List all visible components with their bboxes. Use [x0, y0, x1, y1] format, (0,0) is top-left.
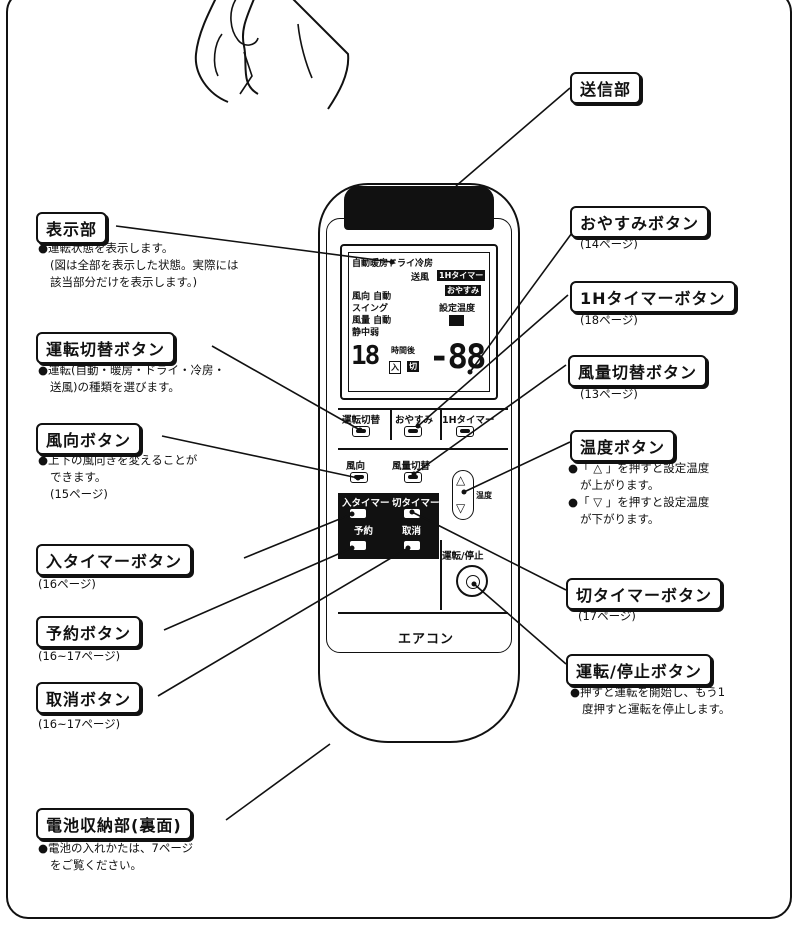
lcd-dir: 風向 自動 — [352, 292, 392, 302]
remote-divider — [338, 612, 508, 614]
one-hour-timer-label: 1Hタイマー — [442, 415, 495, 426]
temp-button-label: 温度 — [476, 491, 492, 500]
run-stop-button[interactable] — [456, 565, 488, 597]
ir-transmitter — [344, 186, 494, 230]
display-note-line: ●運転状態を表示します。 — [38, 241, 174, 255]
mode-note-line: 送風)の種類を選びます。 — [50, 380, 180, 394]
direction-note-line: ●上下の風向きを変えることが — [38, 453, 198, 467]
sleep-button[interactable] — [404, 426, 422, 437]
lcd-digits-small: 18 — [351, 341, 380, 371]
lcd-send: 送風 — [411, 273, 430, 283]
mode-note: ●運転(自動・暖房・ドライ・冷房・ 送風)の種類を選びます。 — [38, 362, 225, 396]
remote-divider — [338, 448, 508, 450]
one-hour-callout: 1Hタイマーボタン — [570, 281, 736, 313]
lcd-display: 自動暖房ドライ冷房 送風 1Hタイマー おやすみ 風向 自動 スイング 設定温度… — [340, 244, 498, 400]
direction-callout: 風向ボタン — [36, 423, 142, 455]
direction-button[interactable] — [350, 472, 368, 483]
run-stop-callout: 運転/停止ボタン — [566, 654, 712, 686]
lcd-temp-box — [449, 315, 464, 326]
lcd-sleep: おやすみ — [445, 285, 481, 296]
off-timer-callout: 切タイマーボタン — [566, 578, 723, 610]
cancel-label: 取消 — [402, 526, 422, 537]
lcd-swing: スイング — [352, 304, 389, 314]
sleep-callout: おやすみボタン — [570, 206, 710, 238]
mode-callout: 運転切替ボタン — [36, 332, 176, 364]
lcd-fan: 風量 自動 — [352, 316, 392, 326]
display-callout: 表示部 — [36, 212, 108, 244]
cancel-button[interactable] — [404, 541, 420, 550]
temp-callout: 温度ボタン — [570, 430, 676, 462]
fan-button-label: 風量切替 — [392, 461, 431, 472]
sleep-button-label: おやすみ — [395, 415, 434, 426]
page-frame — [6, 0, 792, 919]
temperature-buttons[interactable]: △ ▽ — [452, 470, 474, 520]
lcd-mode: 自動暖房ドライ冷房 — [352, 259, 434, 269]
lcd-off: 切 — [407, 361, 419, 372]
lcd-digits-big: -88 — [429, 337, 486, 377]
direction-note: ●上下の風向きを変えることが できます。 (15ページ) — [38, 452, 197, 503]
direction-note-line: できます。 — [50, 470, 107, 484]
fan-button[interactable] — [404, 472, 422, 483]
transmitter-label: 送信部 — [570, 72, 642, 104]
direction-note-line: (15ページ) — [50, 487, 108, 501]
battery-note-line: をご覧ください。 — [50, 858, 142, 872]
remote-divider — [440, 408, 442, 440]
one-hour-timer-button[interactable] — [456, 426, 474, 437]
mode-note-line: ●運転(自動・暖房・ドライ・冷房・ — [38, 363, 226, 377]
battery-note-line: ●電池の入れかたは、7ページ — [38, 841, 194, 855]
display-note-line: (図は全部を表示した状態。実際には — [50, 258, 239, 272]
direction-button-label: 風向 — [346, 461, 366, 472]
lcd-time: 時間後 — [391, 346, 415, 355]
sleep-note: (14ページ) — [580, 237, 638, 251]
battery-note: ●電池の入れかたは、7ページ をご覧ください。 — [38, 840, 193, 874]
reserve-note: (16~17ページ) — [38, 649, 121, 663]
mode-button[interactable] — [352, 426, 370, 437]
run-stop-note-line: ●押すと運転を開始し、もう1 — [570, 685, 726, 699]
on-timer-note: (16ページ) — [38, 577, 96, 591]
temp-note-line: が下がります。 — [580, 512, 660, 526]
temp-note-line: ●「 △ 」を押すと設定温度 — [568, 461, 710, 475]
lcd-settemp: 設定温度 — [439, 304, 476, 314]
remote-divider — [390, 408, 392, 440]
reserve-button[interactable] — [350, 541, 366, 550]
brand-label: エアコン — [398, 632, 455, 647]
lcd-in: 入 — [389, 361, 401, 374]
on-timer-label: 入タイマー — [342, 498, 390, 509]
fan-callout: 風量切替ボタン — [568, 355, 708, 387]
run-stop-label: 運転/停止 — [442, 551, 484, 562]
on-timer-callout: 入タイマーボタン — [36, 544, 193, 576]
timer-block: 入タイマー 切タイマー 予約 取消 — [338, 493, 440, 559]
fan-note: (13ページ) — [580, 387, 638, 401]
run-stop-note: ●押すと運転を開始し、もう1 度押すと運転を停止します。 — [570, 684, 730, 718]
remote-divider — [338, 408, 508, 410]
one-hour-note: (18ページ) — [580, 313, 638, 327]
on-timer-button[interactable] — [350, 509, 366, 518]
temp-note-line: ●「 ▽ 」を押すと設定温度 — [568, 495, 710, 509]
off-timer-note: (17ページ) — [578, 609, 636, 623]
reserve-label: 予約 — [354, 526, 374, 537]
off-timer-button[interactable] — [404, 509, 420, 518]
lcd-1h: 1Hタイマー — [437, 270, 486, 281]
run-stop-note-line: 度押すと運転を停止します。 — [582, 702, 731, 716]
mode-button-label: 運転切替 — [342, 415, 381, 426]
cancel-callout: 取消ボタン — [36, 682, 142, 714]
reserve-callout: 予約ボタン — [36, 616, 142, 648]
temp-up-icon[interactable]: △ — [456, 473, 466, 487]
temp-down-icon[interactable]: ▽ — [456, 501, 466, 515]
cancel-note: (16~17ページ) — [38, 717, 121, 731]
battery-callout: 電池収納部(裏面) — [36, 808, 192, 840]
display-note: ●運転状態を表示します。 (図は全部を表示した状態。実際には 該当部分だけを表示… — [38, 240, 239, 291]
display-note-line: 該当部分だけを表示します。) — [50, 275, 198, 289]
person-illustration — [194, 0, 350, 110]
temp-note-line: が上がります。 — [580, 478, 660, 492]
off-timer-label: 切タイマー — [392, 498, 440, 509]
temp-note: ●「 △ 」を押すと設定温度 が上がります。 ●「 ▽ 」を押すと設定温度 が下… — [568, 460, 709, 528]
lcd-night: 静中弱 — [352, 328, 380, 338]
